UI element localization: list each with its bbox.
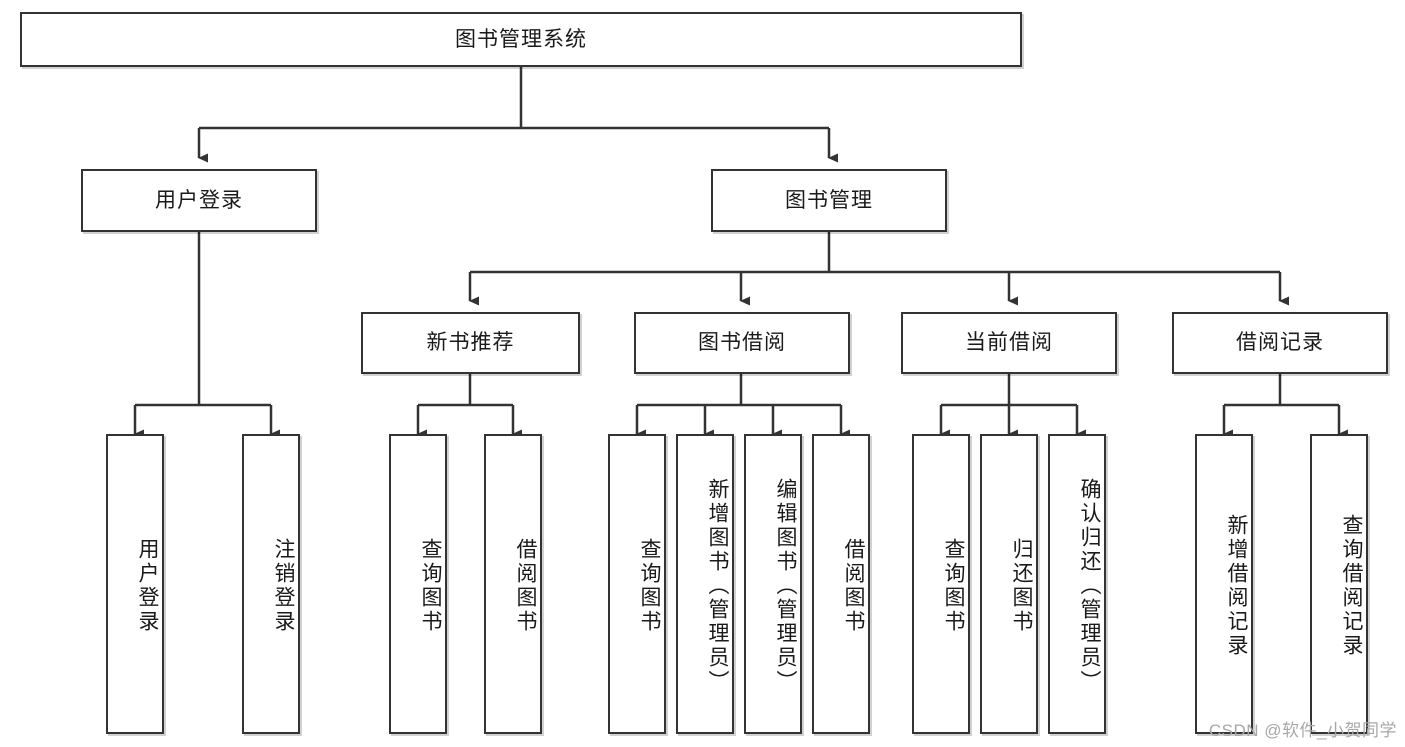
node-label: 当前借阅	[965, 331, 1053, 355]
node-current-borrow[interactable]: 当前借阅	[901, 312, 1117, 374]
node-label: 借阅图书	[514, 538, 537, 634]
node-leaf-logout[interactable]: 注销登录	[242, 434, 300, 734]
node-leaf-return-book[interactable]: 归还图书	[980, 434, 1038, 734]
node-label: 用户登录	[136, 538, 159, 634]
node-label: 注销登录	[272, 538, 295, 634]
node-leaf-borrow-book-recommend[interactable]: 借阅图书	[484, 434, 542, 734]
node-label: 图书借阅	[698, 331, 786, 355]
node-label: 编辑图书（管理员）	[774, 478, 797, 694]
node-book-borrow[interactable]: 图书借阅	[634, 312, 850, 374]
node-leaf-add-borrow-record[interactable]: 新增借阅记录	[1195, 434, 1253, 734]
node-borrow-record[interactable]: 借阅记录	[1172, 312, 1388, 374]
node-label: 新增借阅记录	[1225, 514, 1248, 658]
node-label: 归还图书	[1010, 538, 1033, 634]
node-root-book-management-system[interactable]: 图书管理系统	[20, 12, 1022, 67]
node-label: 用户登录	[155, 188, 243, 212]
node-book-management[interactable]: 图书管理	[711, 169, 947, 232]
node-leaf-query-borrow-record[interactable]: 查询借阅记录	[1310, 434, 1368, 734]
node-leaf-borrow-book[interactable]: 借阅图书	[812, 434, 870, 734]
node-leaf-confirm-return-admin[interactable]: 确认归还（管理员）	[1048, 434, 1106, 734]
node-leaf-query-book-current[interactable]: 查询图书	[912, 434, 970, 734]
node-leaf-user-login[interactable]: 用户登录	[106, 434, 164, 734]
node-label: 确认归还（管理员）	[1078, 478, 1101, 694]
node-label: 借阅图书	[842, 538, 865, 634]
node-label: 图书管理	[785, 188, 873, 212]
node-label: 查询图书	[638, 538, 661, 634]
node-label: 借阅记录	[1236, 331, 1324, 355]
node-label: 查询图书	[942, 538, 965, 634]
node-new-book-recommend[interactable]: 新书推荐	[361, 312, 580, 374]
node-label: 新书推荐	[426, 331, 515, 355]
node-label: 查询图书	[419, 538, 442, 634]
node-label: 图书管理系统	[455, 27, 587, 51]
node-leaf-query-book-borrow[interactable]: 查询图书	[608, 434, 666, 734]
node-label: 查询借阅记录	[1340, 514, 1363, 658]
node-leaf-edit-book-admin[interactable]: 编辑图书（管理员）	[744, 434, 802, 734]
node-leaf-add-book-admin[interactable]: 新增图书（管理员）	[676, 434, 734, 734]
watermark-text: CSDN @软件_小贺同学	[1208, 721, 1397, 740]
node-leaf-query-book-recommend[interactable]: 查询图书	[389, 434, 447, 734]
node-user-login[interactable]: 用户登录	[81, 169, 317, 232]
node-label: 新增图书（管理员）	[706, 478, 729, 694]
